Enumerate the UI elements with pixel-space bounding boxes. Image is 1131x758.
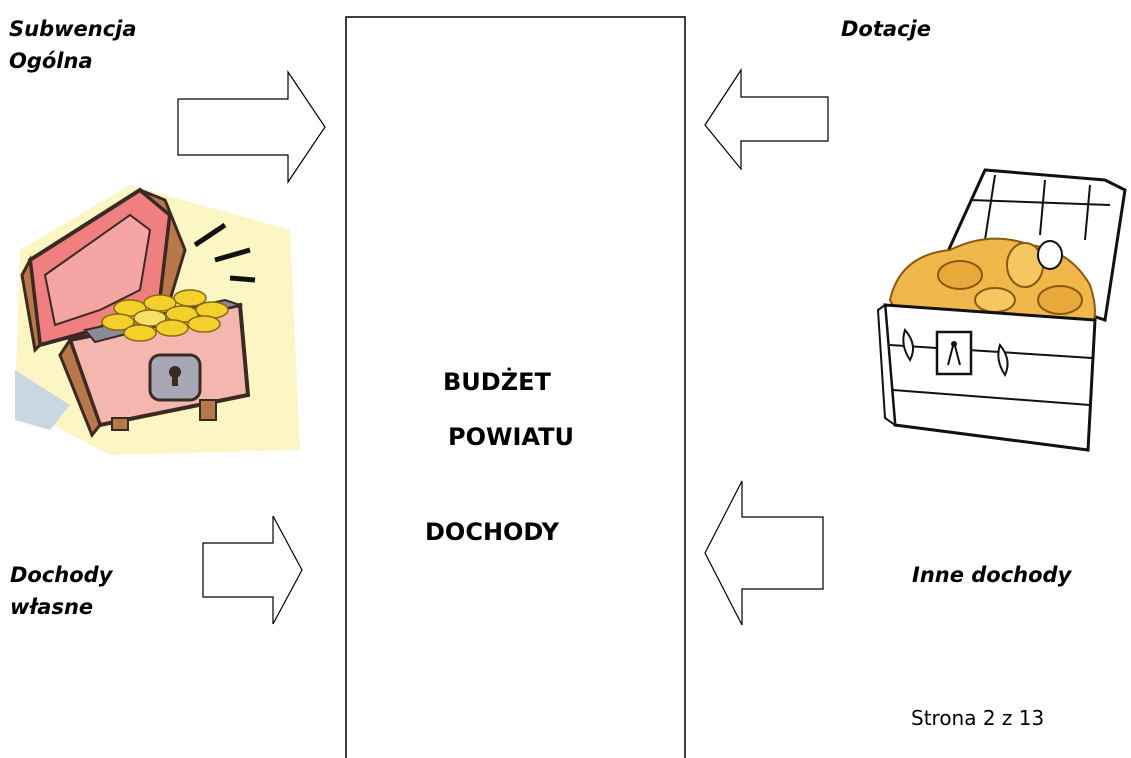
arrow-inne-dochody-left: [704, 480, 824, 626]
center-title-budzet: BUDŻET: [443, 368, 551, 396]
label-inne-dochody: Inne dochody: [912, 563, 1072, 587]
label-subwencja-line1: Subwencja: [9, 17, 137, 41]
label-dotacje: Dotacje: [841, 17, 931, 41]
label-dochody-wlasne-line2: własne: [10, 595, 94, 619]
center-title-dochody: DOCHODY: [425, 518, 559, 546]
treasure-chest-gold-coins-icon: [15, 185, 300, 455]
label-dochody-wlasne: Dochody własne: [10, 559, 112, 623]
center-title-powiatu: POWIATU: [448, 423, 574, 451]
arrow-dotacje-left: [704, 67, 829, 171]
arrow-subwencja-right: [177, 70, 326, 184]
arrow-dochody-wlasne-right: [202, 515, 303, 625]
label-subwencja-ogolna: Subwencja Ogólna: [9, 13, 137, 77]
label-dochody-wlasne-line1: Dochody: [10, 563, 113, 587]
budget-box: [345, 16, 686, 758]
page-indicator: Strona 2 z 13: [911, 706, 1045, 730]
label-subwencja-line2: Ogólna: [9, 49, 93, 73]
treasure-chest-gold-vases-icon: [876, 168, 1127, 452]
